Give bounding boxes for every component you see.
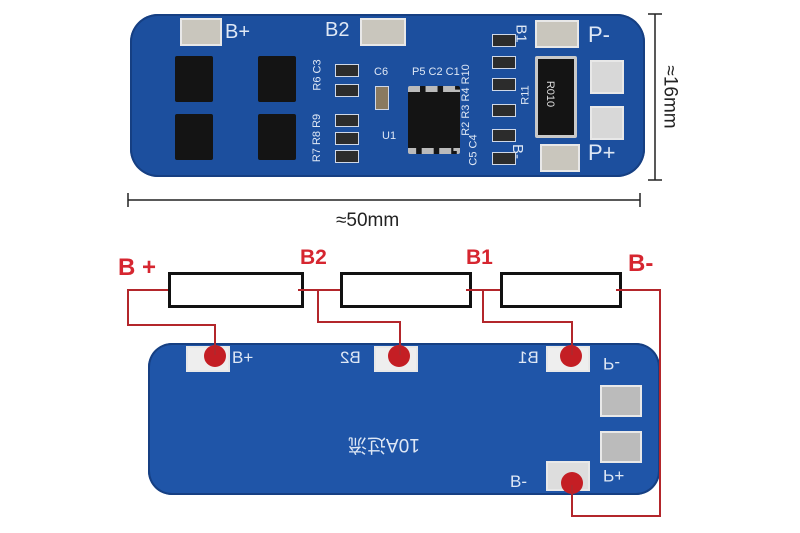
solder-point-bminus (561, 472, 583, 494)
capacitor-c6 (375, 86, 389, 110)
wire-b2-tap (317, 290, 401, 355)
smd-component (492, 78, 516, 91)
solder-point-b2 (388, 345, 410, 367)
smd-component (335, 64, 359, 77)
label-pminus: P- (588, 22, 610, 47)
wire-label-bminus: B- (628, 250, 654, 277)
smd-component (492, 129, 516, 142)
mosfet-3 (175, 114, 213, 160)
label-pplus: P+ (588, 140, 616, 165)
pad-bplus (180, 18, 222, 46)
smd-component (492, 56, 516, 69)
wire-label-bplus: B + (118, 254, 157, 281)
mosfet-2 (258, 56, 296, 102)
label-bminus: B- (510, 472, 527, 491)
label-b2: B2 (325, 19, 350, 41)
top-pcb-board: B+ B2 B1 P- P+ B- R6 C3 R7 R8 R9 C6 U1 P… (130, 14, 645, 177)
pad-bminus (540, 144, 580, 172)
label-refs-top: P5 C2 C1 (412, 66, 460, 78)
shunt-resistor (535, 56, 577, 138)
smd-component (492, 34, 516, 47)
label-bplus: B+ (225, 21, 251, 43)
bottom-pcb-board: B+ B2 B1 P- B- P+ 10A过流 (148, 343, 660, 495)
wire-bplus (127, 289, 216, 355)
label-u1: U1 (382, 130, 397, 142)
smd-component (335, 150, 359, 163)
smd-component (492, 152, 516, 165)
wire-label-b1: B1 (466, 246, 493, 269)
pad-pplus (590, 106, 624, 140)
pad-b2 (360, 18, 406, 46)
battery-cell-3 (500, 272, 622, 308)
terminal-pplus (600, 431, 642, 463)
label-c6: C6 (374, 66, 389, 78)
battery-cell-1 (168, 272, 304, 308)
smd-component (335, 114, 359, 127)
dimension-width: ≈50mm (336, 210, 400, 231)
mosfet-4 (258, 114, 296, 160)
solder-point-bplus (204, 345, 226, 367)
wire-bminus (571, 289, 661, 517)
pad-pminus (590, 60, 624, 94)
pad-b1 (535, 20, 579, 48)
terminal-pminus (600, 385, 642, 417)
smd-component (492, 104, 516, 117)
smd-component (335, 132, 359, 145)
label-bplus: B+ (232, 348, 254, 367)
ic-u1 (408, 86, 460, 154)
wire-label-b2: B2 (300, 246, 327, 269)
solder-point-b1 (560, 345, 582, 367)
mosfet-1 (175, 56, 213, 102)
smd-component (335, 84, 359, 97)
battery-cell-2 (340, 272, 472, 308)
wire-b1-tap (482, 290, 573, 355)
